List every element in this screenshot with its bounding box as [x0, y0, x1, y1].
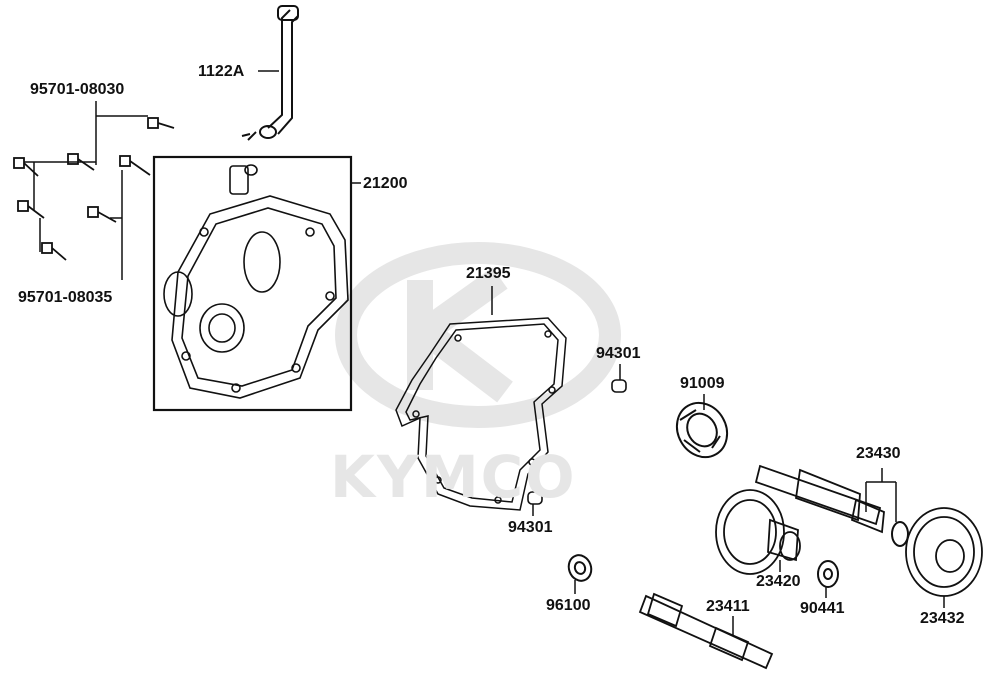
label-1122A: 1122A: [198, 63, 245, 80]
washer-part: [817, 560, 839, 588]
label-23420: 23420: [756, 573, 801, 590]
bolts-group: [13, 117, 175, 261]
counter-shaft-part: [754, 464, 885, 534]
leader-95701-08030: [24, 101, 148, 210]
leader-23430: [865, 468, 897, 522]
cover-group-box: [152, 155, 353, 412]
label-95701-08030: 95701-08030: [30, 81, 125, 98]
leader-95701-08035: [39, 170, 123, 280]
oil-seal-part: [567, 554, 593, 582]
transmission-cover-part: [163, 164, 349, 399]
label-96100: 96100: [546, 597, 591, 614]
gasket-part: [395, 317, 567, 511]
label-23432: 23432: [920, 610, 965, 627]
circlip-part: [891, 521, 909, 547]
label-95701-08035: 95701-08035: [18, 289, 113, 306]
watermark-brand-text: KYMCO: [330, 443, 577, 511]
counter-gear-part: [715, 489, 801, 575]
label-90441: 90441: [800, 600, 845, 617]
kymco-watermark-logo: [335, 242, 621, 428]
dowel-pin-upper: [611, 379, 627, 393]
final-gear-part: [905, 507, 983, 597]
bearing-part: [675, 401, 729, 459]
hose-part: [241, 5, 299, 141]
label-23430: 23430: [856, 445, 901, 462]
label-21200: 21200: [363, 175, 408, 192]
label-94301-lower: 94301: [508, 519, 553, 536]
label-23411: 23411: [706, 598, 750, 615]
dowel-pin-lower: [527, 491, 543, 505]
label-91009: 91009: [680, 375, 725, 392]
label-21395: 21395: [466, 265, 511, 282]
drive-shaft-part: [638, 592, 774, 670]
label-94301-upper: 94301: [596, 345, 641, 362]
